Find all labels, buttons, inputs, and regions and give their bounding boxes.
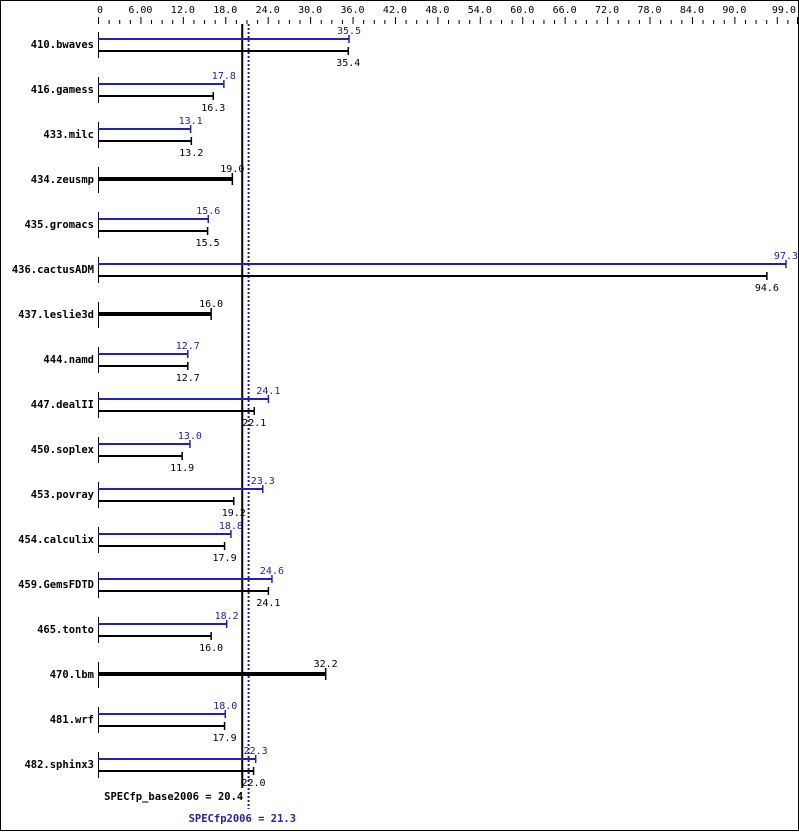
peak-value-label: 12.7 bbox=[176, 341, 200, 352]
base-value-label: 94.6 bbox=[755, 283, 779, 294]
x-tick-label: 42.0 bbox=[383, 5, 407, 16]
peak-value-label: 15.6 bbox=[196, 206, 220, 217]
benchmark-label: 435.gromacs bbox=[24, 219, 94, 231]
x-tick-label: 66.0 bbox=[553, 5, 577, 16]
x-tick-label: 36.0 bbox=[340, 5, 364, 16]
x-tick-label: 12.0 bbox=[171, 5, 195, 16]
x-tick-label: 30.0 bbox=[298, 5, 322, 16]
benchmark-label: 444.namd bbox=[43, 354, 94, 366]
peak-value-label: 17.8 bbox=[212, 71, 236, 82]
benchmark-label: 436.cactusADM bbox=[12, 264, 94, 276]
x-tick-label: 54.0 bbox=[468, 5, 492, 16]
benchmark-label: 465.tonto bbox=[37, 624, 94, 636]
x-tick-label: 48.0 bbox=[425, 5, 449, 16]
base-value-label: 19.2 bbox=[222, 508, 246, 519]
base-value-label: 13.2 bbox=[179, 148, 203, 159]
x-tick-label: 84.0 bbox=[680, 5, 704, 16]
peak-value-label: 18.0 bbox=[213, 701, 237, 712]
benchmark-label: 437.leslie3d bbox=[18, 309, 94, 321]
x-tick-label: 72.0 bbox=[595, 5, 619, 16]
peak-value-label: 18.8 bbox=[219, 521, 243, 532]
benchmark-label: 447.dealII bbox=[31, 399, 94, 411]
benchmark-label: 482.sphinx3 bbox=[24, 759, 94, 771]
base-value-label: 22.0 bbox=[242, 778, 266, 789]
base-value-label: 35.4 bbox=[336, 58, 360, 69]
peak-value-label: 18.2 bbox=[215, 611, 239, 622]
peak-value-label: 13.0 bbox=[178, 431, 202, 442]
peak-value-label: 97.3 bbox=[774, 251, 798, 262]
benchmark-label: 450.soplex bbox=[31, 444, 95, 456]
peak-value-label: 22.3 bbox=[244, 746, 268, 757]
base-value-label: 15.5 bbox=[196, 238, 220, 249]
base-value-label: 16.3 bbox=[201, 103, 225, 114]
peak-value-label: 35.5 bbox=[337, 26, 361, 37]
peak-value-label: 23.3 bbox=[251, 476, 275, 487]
benchmark-label: 454.calculix bbox=[18, 534, 95, 546]
x-tick-label: 6.00 bbox=[128, 5, 152, 16]
base-value-label: 22.1 bbox=[242, 418, 266, 429]
peak-value-label: 13.1 bbox=[179, 116, 203, 127]
x-tick-label: 60.0 bbox=[510, 5, 534, 16]
base-value-label: 16.0 bbox=[199, 643, 223, 654]
base-value-label: 17.9 bbox=[213, 553, 237, 564]
x-tick-label: 90.0 bbox=[722, 5, 746, 16]
benchmark-label: 453.povray bbox=[31, 489, 95, 501]
base-mean-label: SPECfp_base2006 = 20.4 bbox=[104, 791, 243, 803]
benchmark-label: 459.GemsFDTD bbox=[18, 579, 94, 591]
benchmark-label: 481.wrf bbox=[50, 714, 94, 726]
peak-value-label: 24.6 bbox=[260, 566, 284, 577]
x-tick-label: 78.0 bbox=[637, 5, 661, 16]
x-tick-label: 0 bbox=[97, 5, 103, 16]
benchmark-label: 416.gamess bbox=[31, 84, 94, 96]
benchmark-label: 470.lbm bbox=[50, 669, 94, 681]
base-value-label: 24.1 bbox=[256, 598, 280, 609]
x-tick-label: 18.0 bbox=[213, 5, 237, 16]
base-value-label: 11.9 bbox=[170, 463, 194, 474]
x-tick-label: 99.0 bbox=[772, 5, 796, 16]
x-tick-label: 24.0 bbox=[256, 5, 280, 16]
benchmark-label: 433.milc bbox=[43, 129, 94, 141]
base-value-label: 17.9 bbox=[213, 733, 237, 744]
benchmark-label: 410.bwaves bbox=[31, 39, 94, 51]
base-value-label: 32.2 bbox=[314, 659, 338, 670]
base-value-label: 12.7 bbox=[176, 373, 200, 384]
base-value-label: 19.0 bbox=[220, 164, 244, 175]
peak-value-label: 24.1 bbox=[256, 386, 280, 397]
benchmark-label: 434.zeusmp bbox=[31, 174, 94, 186]
base-value-label: 16.0 bbox=[199, 299, 223, 310]
peak-mean-label: SPECfp2006 = 21.3 bbox=[189, 813, 296, 825]
